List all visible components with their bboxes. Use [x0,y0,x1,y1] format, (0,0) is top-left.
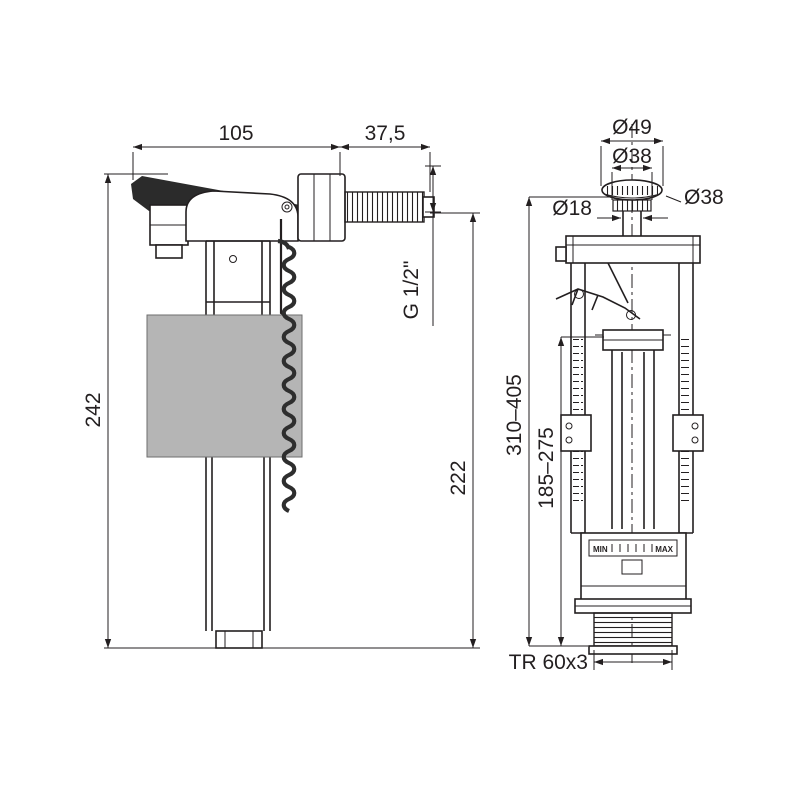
frame-rails [570,263,694,534]
flush-valve-view: MIN MAX [555,124,704,664]
release-lever [555,262,641,320]
dim-label-242: 242 [82,392,105,427]
clip-left-hole-top [565,422,573,430]
dim-label-tr60x3: TR 60x3 [509,651,588,674]
dim-label-37-5: 37,5 [365,122,406,145]
dim-label-o18: Ø18 [552,197,592,220]
dim-label-o38-cap: Ø38 [684,186,724,209]
gauge-band [588,539,678,557]
push-button-lip [603,193,661,199]
clip-left [560,414,592,452]
inlet-nut-facets [313,174,331,241]
gauge-ticks [611,544,653,552]
button-rod [622,211,642,236]
dim-label-o49: Ø49 [612,116,652,139]
inlet-thread [344,191,425,223]
valve-foot [215,630,263,649]
dim-label-310-405: 310–405 [503,374,526,456]
button-collar [612,199,652,212]
tube-clamp-lines [595,334,671,341]
hose-elbow [277,238,292,250]
dim-label-222: 222 [447,460,470,495]
outlet-lip [588,645,678,655]
flexible-hose [281,245,297,513]
lever-bracket-tab [155,244,183,259]
adjust-screw-center-icon [284,204,290,210]
gauge-max-label: MAX [655,545,673,554]
fill-valve-dimensions: 105 37,5 242 222 G 1/2" [82,122,480,649]
overflow-tube [611,350,655,529]
valve-foot-lines [224,631,254,648]
clip-right-hole-bottom [691,436,699,444]
tank-lid-lines [566,236,700,263]
dim-label-185-275: 185–275 [535,427,558,509]
cable-hook [621,559,643,575]
dim-label-105: 105 [218,122,253,145]
clip-right-hole-top [691,422,699,430]
clip-right [672,414,704,452]
column-pivot-hole [229,255,237,263]
gauge-min-label: MIN [593,545,608,554]
lever-pivot-left [574,289,584,299]
lever-pivot-right [626,310,636,320]
tank-lid-ear [555,246,567,262]
flush-valve-dimensions: Ø49 Ø38 Ø38 Ø18 310–405 185–275 TR 60x3 [503,116,724,674]
push-button-hatch [606,186,658,195]
inlet-thread-endcap [422,196,435,218]
clip-left-hole-bottom [565,436,573,444]
dim-label-g12: G 1/2" [400,261,423,320]
outlet-thread [593,612,673,647]
float-body [146,314,303,458]
tank-lid [565,235,701,264]
fill-valve-view [131,173,435,649]
adjust-screw-icon [281,201,293,213]
valve-body [580,532,687,606]
dim-label-o38-top: Ø38 [612,145,652,168]
inlet-nut [297,173,346,242]
